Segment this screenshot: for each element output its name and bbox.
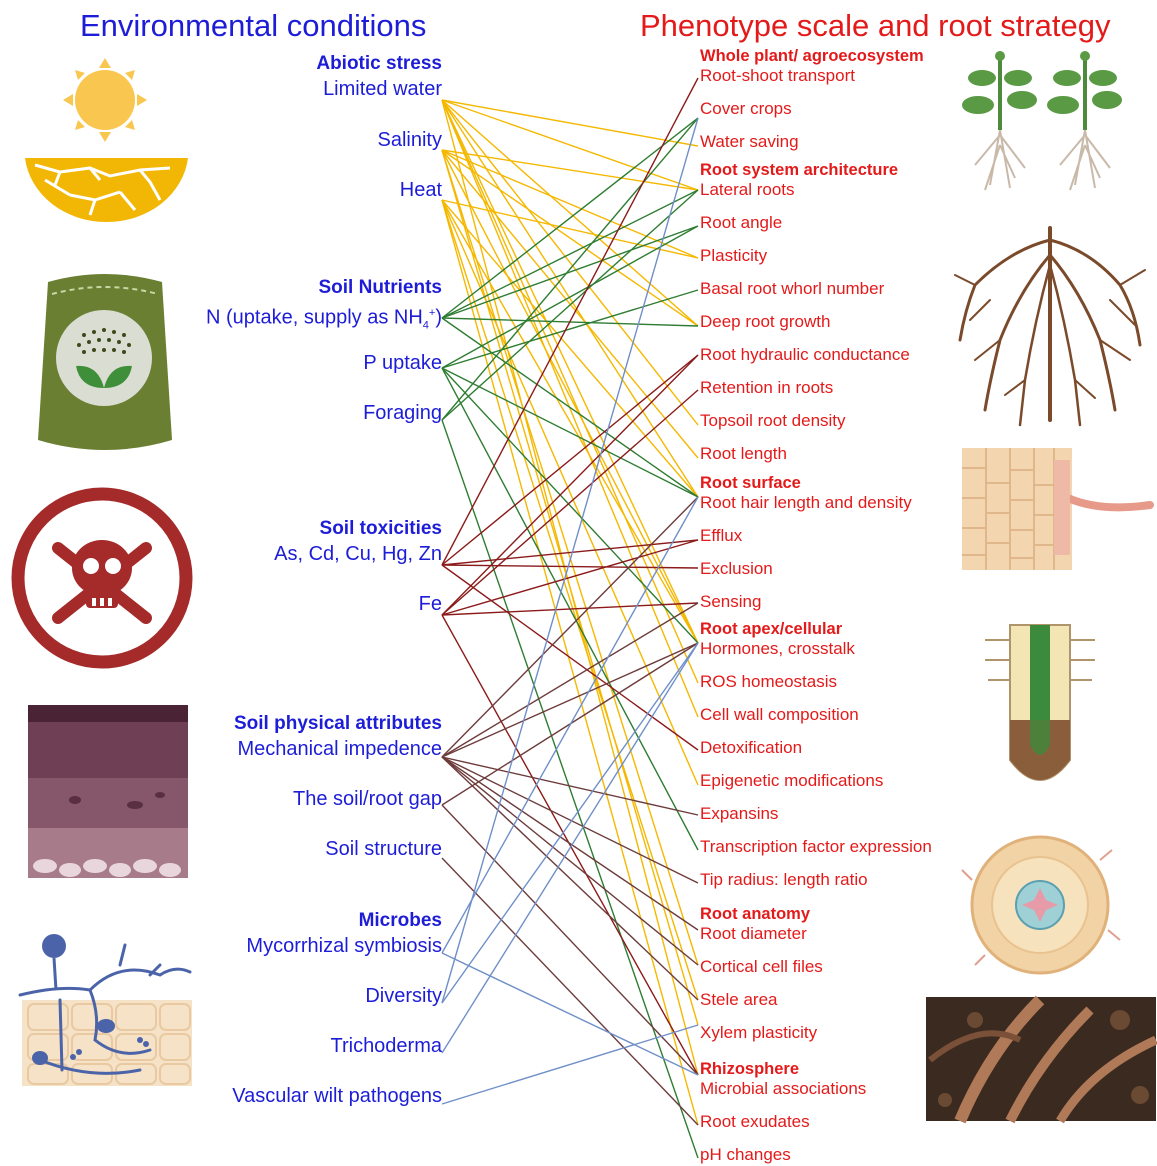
link-water-ws [442, 100, 698, 146]
sensing-label: Sensing [700, 591, 761, 613]
epigenetic-label: Epigenetic modifications [700, 770, 883, 792]
root-apex-title: Root apex/cellular [700, 618, 842, 640]
fertilizer-bag-icon [38, 274, 172, 450]
root-cross-section-icon [962, 837, 1120, 973]
root-anatomy-title: Root anatomy [700, 903, 810, 925]
abiotic-stress-title: Abiotic stress [316, 52, 442, 76]
vascular-wilt-label: Vascular wilt pathogens [232, 1084, 442, 1108]
metals-label: As, Cd, Cu, Hg, Zn [274, 542, 442, 566]
seedlings-icon [962, 51, 1122, 190]
exudates-label: Root exudates [700, 1111, 810, 1133]
stele-label: Stele area [700, 989, 778, 1011]
water-saving-label: Water saving [700, 131, 799, 153]
link-water-deep [442, 100, 698, 326]
ph-label: pH changes [700, 1144, 791, 1166]
plasticity-label: Plasticity [700, 245, 767, 267]
trichoderma-label: Trichoderma [330, 1034, 442, 1058]
topsoil-label: Topsoil root density [700, 410, 846, 432]
root-angle-label: Root angle [700, 212, 782, 234]
link-sal-xyl [442, 150, 698, 1025]
link-heat-exu [442, 200, 698, 1125]
link-met-hyd [442, 355, 698, 565]
tip-radius-label: Tip radius: length ratio [700, 869, 868, 891]
link-water-ros [442, 100, 698, 683]
foraging-label: Foraging [363, 401, 442, 425]
soil-nutrients-title: Soil Nutrients [318, 276, 442, 300]
rsa-title: Root system architecture [700, 159, 898, 181]
skull-toxic-icon [18, 494, 186, 662]
soil-toxicities-title: Soil toxicities [320, 517, 442, 541]
link-for-cov [442, 118, 698, 420]
hormones-label: Hormones, crosstalk [700, 638, 855, 660]
mechanical-impedence-label: Mechanical impedence [237, 737, 442, 761]
root-apex-icon [985, 625, 1095, 780]
link-fe-sen [442, 603, 698, 615]
n-uptake-label: N (uptake, supply as NH4+) [206, 301, 442, 338]
xylem-label: Xylem plasticity [700, 1022, 817, 1044]
diversity-label: Diversity [365, 984, 442, 1008]
cover-crops-label: Cover crops [700, 98, 792, 120]
link-sal-pla [442, 150, 698, 258]
whole-plant-title: Whole plant/ agroecosystem [700, 45, 924, 67]
soil-structure-label: Soil structure [325, 837, 442, 861]
basal-whorl-label: Basal root whorl number [700, 278, 884, 300]
sun-drought-icon [25, 58, 188, 222]
link-n-hair [442, 318, 698, 497]
efflux-label: Efflux [700, 525, 742, 547]
link-sal-lat [442, 150, 698, 190]
link-mech-tip [442, 757, 698, 883]
expansins-label: Expansins [700, 803, 778, 825]
link-fe-ret [442, 390, 698, 615]
root-hair-icon [962, 448, 1150, 570]
microbial-label: Microbial associations [700, 1078, 866, 1100]
deep-growth-label: Deep root growth [700, 311, 830, 333]
link-mech-exp [442, 757, 698, 815]
cortical-label: Cortical cell files [700, 956, 823, 978]
root-shoot-label: Root-shoot transport [700, 65, 855, 87]
link-heat-hair [442, 200, 698, 497]
hydraulic-label: Root hydraulic conductance [700, 344, 910, 366]
link-div-horm [442, 643, 698, 1003]
rhizosphere-title: Rhizosphere [700, 1058, 799, 1080]
cell-wall-label: Cell wall composition [700, 704, 859, 726]
left-heading: Environmental conditions [80, 8, 426, 44]
link-met-det [442, 565, 698, 750]
mycorrhiza-icon [20, 934, 192, 1086]
root-diameter-label: Root diameter [700, 923, 807, 945]
retention-label: Retention in roots [700, 377, 833, 399]
p-uptake-label: P uptake [363, 351, 442, 375]
link-vas-xyl [442, 1025, 698, 1104]
soil-root-gap-label: The soil/root gap [293, 787, 442, 811]
fe-label: Fe [419, 592, 442, 616]
mycorrhizal-label: Mycorrhizal symbiosis [246, 934, 442, 958]
heat-label: Heat [400, 178, 442, 202]
connection-lines [442, 78, 698, 1158]
detox-label: Detoxification [700, 737, 802, 759]
root-length-label: Root length [700, 443, 787, 465]
root-system-icon [955, 228, 1145, 425]
ros-label: ROS homeostasis [700, 671, 837, 693]
link-myc-mic [442, 953, 698, 1075]
link-p-bas [442, 290, 698, 368]
lateral-roots-label: Lateral roots [700, 179, 795, 201]
exclusion-label: Exclusion [700, 558, 773, 580]
link-mech-hair [442, 497, 698, 757]
microbes-title: Microbes [359, 909, 442, 933]
right-heading: Phenotype scale and root strategy [640, 8, 1110, 44]
rhizosphere-icon [926, 997, 1156, 1121]
soil-layers-icon [28, 705, 188, 878]
tf-expression-label: Transcription factor expression [700, 836, 932, 858]
root-surface-title: Root surface [700, 472, 801, 494]
salinity-label: Salinity [378, 128, 442, 152]
limited-water-label: Limited water [323, 77, 442, 101]
soil-physical-title: Soil physical attributes [234, 712, 442, 736]
root-hair-label: Root hair length and density [700, 492, 912, 514]
